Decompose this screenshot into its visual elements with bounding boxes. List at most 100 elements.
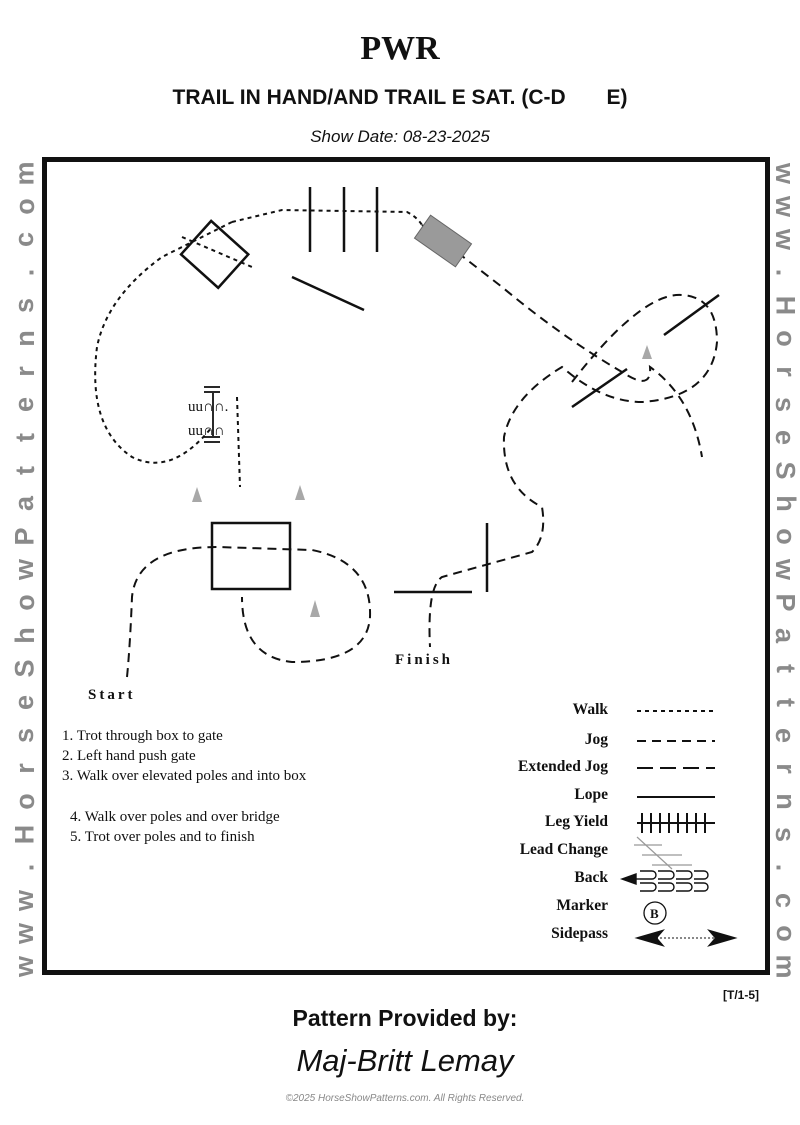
watermark-char: t: [770, 697, 800, 707]
watermark-char: .: [9, 268, 40, 277]
watermark-char: a: [9, 496, 40, 512]
walk-to-box: [236, 396, 241, 488]
step-4: 4. Walk over poles and over bridge: [70, 809, 280, 825]
watermark-char: P: [770, 593, 800, 612]
pattern-association: PWR: [360, 30, 440, 67]
gate-symbol: uu∩∩. uu∩∩: [188, 386, 228, 443]
provided-by: Pattern Provided by:: [292, 1005, 518, 1031]
jog-right-loop: [428, 293, 719, 648]
legend-extended-jog-label: Extended Jog: [518, 758, 608, 775]
cone-4: [642, 345, 652, 359]
watermark-char: w: [9, 922, 40, 944]
pattern-diagram: uu∩∩. uu∩∩: [94, 187, 738, 947]
watermark-char: s: [9, 298, 40, 314]
step-3: 3. Walk over elevated poles and into box: [62, 768, 307, 784]
watermark-char: S: [770, 461, 800, 480]
leg-yield-line: [637, 813, 715, 833]
pole-right-1: [571, 367, 628, 409]
class-name: TRAIL IN HAND/AND TRAIL E SAT. (C-D E): [172, 86, 628, 109]
legend-back-label: Back: [574, 869, 608, 886]
pattern-board: [42, 157, 770, 975]
legend-lead-change-label: Lead Change: [519, 841, 608, 858]
watermark-char: w: [9, 889, 40, 911]
jog-bridge-to-loop: [421, 224, 703, 458]
watermark-char: o: [9, 792, 40, 810]
back-icon: [619, 870, 709, 892]
legend-lope-label: Lope: [574, 786, 608, 803]
watermark-char: o: [770, 528, 800, 546]
pole-right-2: [663, 293, 720, 337]
step-5: 5. Trot over poles and to finish: [70, 829, 255, 845]
cone-2: [295, 485, 305, 500]
cones: [192, 345, 652, 617]
step-2: 2. Left hand push gate: [62, 748, 196, 764]
jog-path: [126, 224, 719, 678]
watermark-char: c: [770, 892, 800, 908]
watermark-char: P: [9, 527, 40, 546]
watermark-char: r: [770, 762, 800, 774]
finish-label: Finish: [395, 652, 454, 668]
watermark-char: w: [9, 559, 40, 581]
watermark-char: c: [9, 232, 40, 248]
watermark-char: w: [9, 955, 40, 977]
start-label: Start: [88, 687, 136, 703]
watermark-char: r: [770, 366, 800, 377]
watermark-char: S: [9, 659, 40, 678]
pattern-steps: 1. Trot through box to gate 2. Left hand…: [62, 728, 306, 788]
watermark-char: .: [770, 863, 800, 871]
watermark-char: n: [770, 792, 800, 810]
watermark-char: w: [770, 229, 800, 251]
cone-1: [192, 487, 202, 502]
watermark-char: o: [770, 924, 800, 942]
sidepass-icon: [634, 929, 738, 947]
watermark-char: m: [9, 161, 40, 186]
watermark-char: .: [9, 863, 40, 871]
watermark-char: r: [9, 762, 40, 774]
watermark-char: a: [770, 628, 800, 644]
watermark-char: s: [770, 397, 800, 413]
pole-diagonal: [291, 275, 365, 312]
watermark-char: s: [9, 727, 40, 743]
diamond-box: [179, 219, 251, 290]
watermark-char: .: [770, 268, 800, 277]
svg-text:uu∩∩: uu∩∩: [188, 423, 225, 439]
watermark-char: n: [9, 330, 40, 347]
watermark-char: w: [770, 559, 800, 581]
lead-change-icon: [634, 836, 692, 870]
legend-sidepass-label: Sidepass: [551, 925, 608, 942]
watermark-char: t: [9, 466, 40, 476]
legend-jog-label: Jog: [584, 731, 608, 748]
watermark-char: r: [9, 366, 40, 377]
legend-symbols: B: [619, 710, 738, 947]
watermark-char: o: [9, 594, 40, 612]
step-1: 1. Trot through box to gate: [62, 728, 223, 744]
watermark-char: e: [9, 694, 40, 710]
legend-walk-label: Walk: [572, 701, 608, 718]
legend-leg-yield-label: Leg Yield: [545, 813, 608, 830]
watermark-char: H: [9, 824, 40, 844]
watermark-char: e: [9, 397, 40, 413]
square-box: [210, 521, 292, 591]
watermark-char: o: [9, 198, 40, 215]
pattern-steps-continued: 4. Walk over poles and over bridge 5. Tr…: [70, 809, 280, 849]
watermark-char: w: [770, 196, 800, 218]
marker-letter: B: [650, 906, 659, 921]
cone-3: [310, 600, 320, 617]
walk-left-loop: [94, 221, 233, 464]
svg-text:uu∩∩.: uu∩∩.: [188, 399, 228, 415]
watermark-char: s: [770, 826, 800, 842]
bridge: [413, 214, 473, 268]
show-date: Show Date: 08-23-2025: [310, 127, 490, 146]
watermark-char: t: [770, 664, 800, 674]
copyright: ©2025 HorseShowPatterns.com. All Rights …: [285, 1093, 525, 1104]
watermark-char: h: [770, 495, 800, 513]
jog-start-loop: [126, 545, 372, 678]
walk-top-segment: [231, 208, 423, 226]
pattern-code: [T/1-5]: [723, 988, 759, 1002]
legend-marker-label: Marker: [556, 897, 608, 914]
watermark-char: e: [770, 727, 800, 743]
watermark-char: e: [770, 430, 800, 446]
watermark-char: w: [770, 162, 800, 185]
